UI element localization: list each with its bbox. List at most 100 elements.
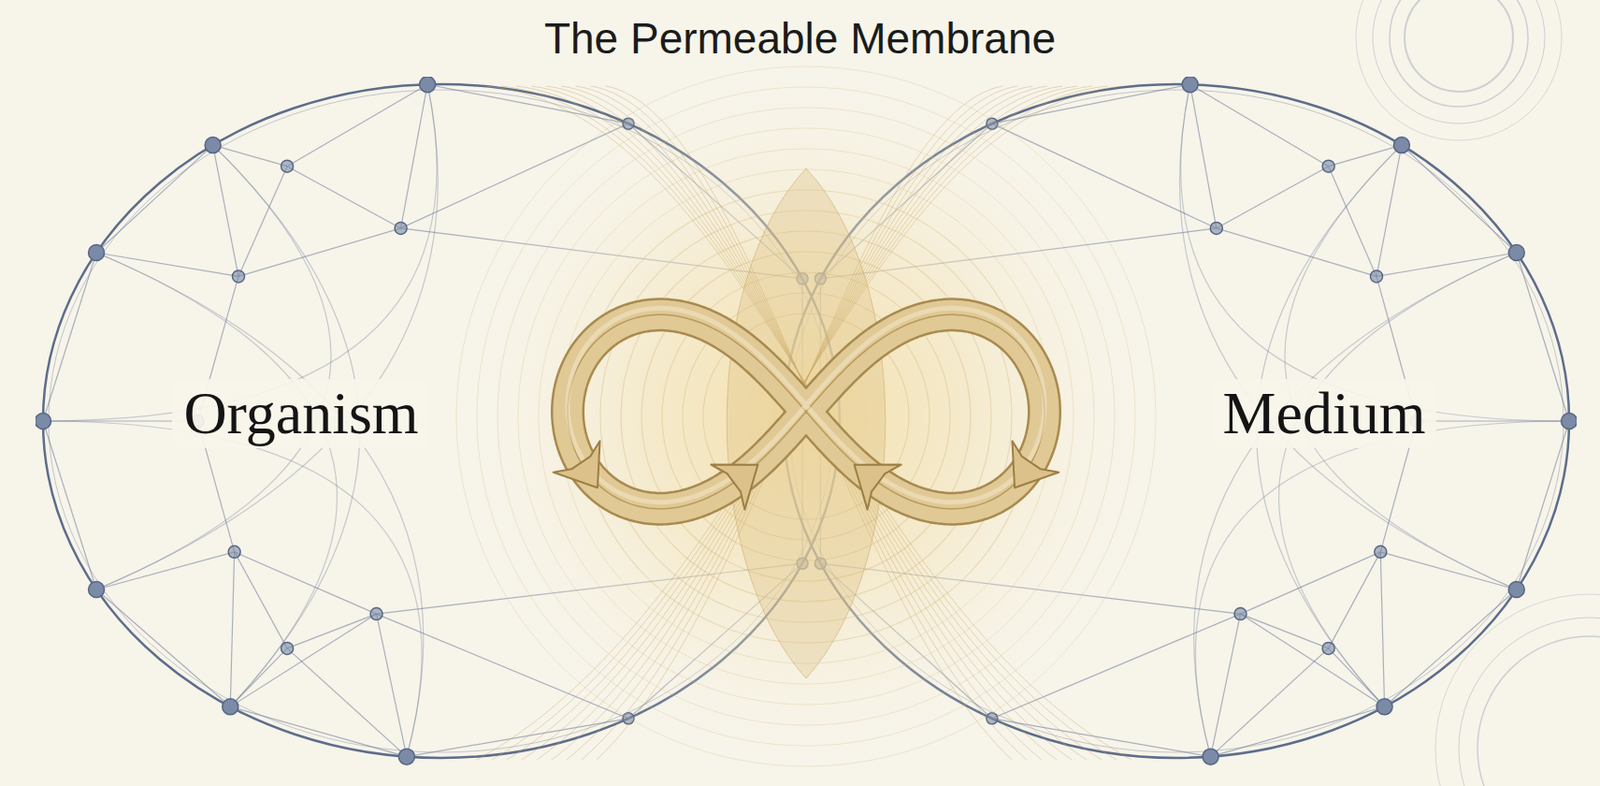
- mesh-line: [230, 613, 376, 707]
- mesh-arc: [1284, 144, 1517, 590]
- ripple-rings: [456, 66, 1156, 766]
- band-line: [605, 86, 1012, 760]
- mesh-line: [628, 562, 803, 719]
- band-line: [566, 86, 1033, 760]
- mesh-line: [234, 551, 288, 649]
- band-line: [561, 86, 1057, 760]
- ripple-ring: [579, 189, 1033, 643]
- mesh-dot: [394, 221, 407, 234]
- title-bar: The Permeable Membrane: [0, 13, 1600, 64]
- band-line: [476, 86, 1123, 760]
- mesh-line: [230, 706, 407, 756]
- band-line: [491, 86, 1108, 760]
- ripple-ring: [620, 230, 992, 602]
- mesh-dot: [1376, 698, 1393, 715]
- mesh-line: [628, 123, 803, 279]
- mesh-line: [287, 648, 407, 757]
- mesh-line: [1328, 551, 1382, 649]
- mesh-line: [376, 613, 407, 757]
- mesh-dot: [88, 245, 105, 261]
- mesh-arc: [96, 252, 337, 707]
- mesh-line: [1190, 84, 1217, 229]
- mesh-dot: [222, 698, 239, 715]
- mesh-line: [1210, 613, 1241, 757]
- mesh-dot: [35, 413, 52, 430]
- mesh-line: [401, 228, 803, 279]
- infinity-loop: [553, 307, 1059, 509]
- ellipse-node: Organism: [35, 76, 848, 765]
- mesh-dot: [281, 159, 294, 173]
- mesh-line: [1380, 551, 1384, 707]
- mesh-line: [376, 562, 804, 614]
- ripple-ring: [559, 169, 1053, 664]
- mesh-dot: [814, 273, 826, 285]
- mesh-dot: [1561, 413, 1578, 430]
- mesh-dot: [986, 117, 998, 130]
- mesh-dot: [419, 76, 436, 93]
- node-label: Medium: [1211, 378, 1438, 448]
- ripple-ring: [497, 107, 1115, 725]
- mesh-dot: [1370, 270, 1384, 283]
- mesh-arc: [96, 144, 332, 590]
- mesh-line: [820, 562, 992, 719]
- node-label: Organism: [172, 378, 430, 448]
- ellipse-outline: [776, 76, 1577, 765]
- ripple-ring: [600, 210, 1012, 622]
- mesh-dot: [1202, 748, 1219, 764]
- mesh-line: [1401, 144, 1517, 253]
- mesh-dot: [1181, 76, 1198, 93]
- mesh-dot: [204, 137, 221, 154]
- band-line: [516, 86, 1102, 760]
- mesh-line: [238, 228, 402, 277]
- ripple-ring: [456, 66, 1156, 766]
- band-line: [521, 86, 1078, 760]
- mesh-arc: [96, 84, 438, 590]
- ellipse-node: Medium: [776, 76, 1577, 765]
- mesh-line: [820, 278, 822, 563]
- ellipse-border: [43, 84, 840, 758]
- mesh-line: [213, 144, 239, 276]
- mesh-dot: [814, 557, 826, 569]
- band-line: [486, 86, 1132, 760]
- loop-arrowhead: [991, 440, 1059, 504]
- mesh-dot: [622, 712, 635, 724]
- mesh-line: [43, 252, 97, 421]
- mesh-dot: [1508, 245, 1525, 261]
- ripple-ring: [641, 251, 971, 581]
- band-line: [581, 86, 1018, 760]
- mesh-dot: [622, 117, 635, 130]
- mesh-dot: [796, 273, 808, 285]
- mesh-line: [820, 228, 1216, 279]
- mesh-line: [230, 551, 234, 707]
- loop-arrowhead: [553, 440, 621, 504]
- mesh-line: [1216, 228, 1377, 277]
- mesh-arc: [1279, 252, 1517, 707]
- mesh-line: [820, 562, 1240, 614]
- mesh-line: [1239, 613, 1328, 649]
- ripple-ring: [682, 292, 930, 540]
- mesh-line: [287, 613, 376, 649]
- mesh-line: [401, 84, 429, 229]
- mesh-line: [1239, 551, 1381, 614]
- mesh-arc: [1194, 252, 1517, 757]
- mesh-line: [992, 613, 1241, 719]
- ellipse-inner-border: [48, 89, 835, 752]
- mesh-line: [401, 123, 629, 229]
- mesh-line: [992, 123, 1217, 229]
- mesh-dot: [232, 270, 246, 283]
- membrane-bands: [476, 86, 1132, 760]
- mesh-dot: [1374, 545, 1387, 558]
- ellipse-outline: [35, 76, 848, 765]
- mesh-dot: [1210, 221, 1223, 234]
- diagram-title: The Permeable Membrane: [534, 13, 1066, 64]
- mesh-arc: [1179, 84, 1516, 590]
- mesh-line: [1210, 706, 1385, 756]
- mesh-line: [96, 252, 239, 276]
- mesh-dot: [281, 641, 294, 654]
- mesh-line: [1210, 648, 1329, 757]
- mesh-line: [376, 613, 629, 719]
- mesh-arc: [43, 420, 422, 757]
- vesica-lens: [726, 168, 886, 678]
- mesh-line: [43, 420, 97, 590]
- band-line: [531, 86, 1087, 760]
